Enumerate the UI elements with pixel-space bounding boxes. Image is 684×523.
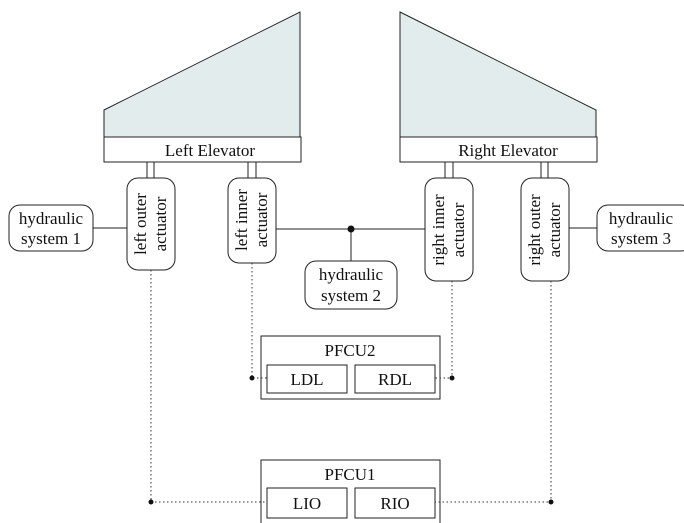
pfcu1-signal-lines bbox=[148, 270, 554, 505]
hydraulic-system-1-line2: system 1 bbox=[21, 229, 81, 248]
right-elevator-bar bbox=[399, 136, 598, 163]
pfcu1-title: PFCU1 bbox=[324, 465, 375, 484]
left-outer-actuator: left outer actuator bbox=[126, 177, 176, 271]
right-elevator-label: Right Elevator bbox=[458, 141, 558, 160]
rio-label: RIO bbox=[380, 494, 409, 513]
hydraulic-system-2: hydraulic system 2 bbox=[304, 260, 398, 310]
hydraulic-2-links bbox=[276, 225, 425, 261]
junction-dot bbox=[347, 225, 355, 233]
pfcu1-unit: PFCU1 LIO RIO bbox=[260, 459, 441, 523]
pfcu2-unit: PFCU2 LDL RDL bbox=[260, 335, 441, 400]
right-inner-actuator: right inner actuator bbox=[424, 177, 474, 282]
actuator-connectors bbox=[146, 162, 549, 178]
ldl-box bbox=[266, 364, 348, 394]
left-elevator-surface bbox=[103, 11, 301, 138]
left-outer-actuator-line2: actuator bbox=[151, 196, 170, 251]
right-outer-actuator-line2: actuator bbox=[545, 202, 564, 257]
hydraulic-system-1-line1: hydraulic bbox=[19, 209, 84, 228]
left-elevator-label: Left Elevator bbox=[165, 141, 255, 160]
pfcu2-title: PFCU2 bbox=[324, 341, 375, 360]
left-elevator-bar bbox=[103, 136, 302, 163]
hydraulic-system-1: hydraulic system 1 bbox=[8, 204, 94, 252]
hydraulic-system-3-line1: hydraulic bbox=[609, 209, 674, 228]
ldl-label: LDL bbox=[290, 370, 323, 389]
right-elevator-surface bbox=[399, 11, 597, 138]
right-inner-actuator-line1: right inner bbox=[429, 194, 448, 266]
right-outer-actuator: right outer actuator bbox=[520, 177, 570, 282]
pfcu2-signal-lines bbox=[249, 263, 455, 381]
hydraulic-system-2-line1: hydraulic bbox=[319, 265, 384, 284]
left-inner-actuator-line1: left inner bbox=[232, 189, 251, 251]
left-inner-actuator: left inner actuator bbox=[227, 177, 277, 264]
lio-box bbox=[266, 487, 348, 519]
rdl-label: RDL bbox=[378, 370, 412, 389]
hydraulic-system-3: hydraulic system 3 bbox=[596, 204, 684, 252]
hydraulic-system-3-line2: system 3 bbox=[611, 229, 671, 248]
left-inner-actuator-line2: actuator bbox=[252, 192, 271, 247]
lio-label: LIO bbox=[293, 494, 321, 513]
left-outer-actuator-line1: left outer bbox=[131, 193, 150, 255]
hydraulic-system-2-line2: system 2 bbox=[321, 286, 381, 305]
right-inner-actuator-line2: actuator bbox=[449, 202, 468, 257]
rdl-box bbox=[354, 364, 436, 394]
right-outer-actuator-line1: right outer bbox=[525, 194, 544, 266]
rio-box bbox=[354, 487, 436, 519]
